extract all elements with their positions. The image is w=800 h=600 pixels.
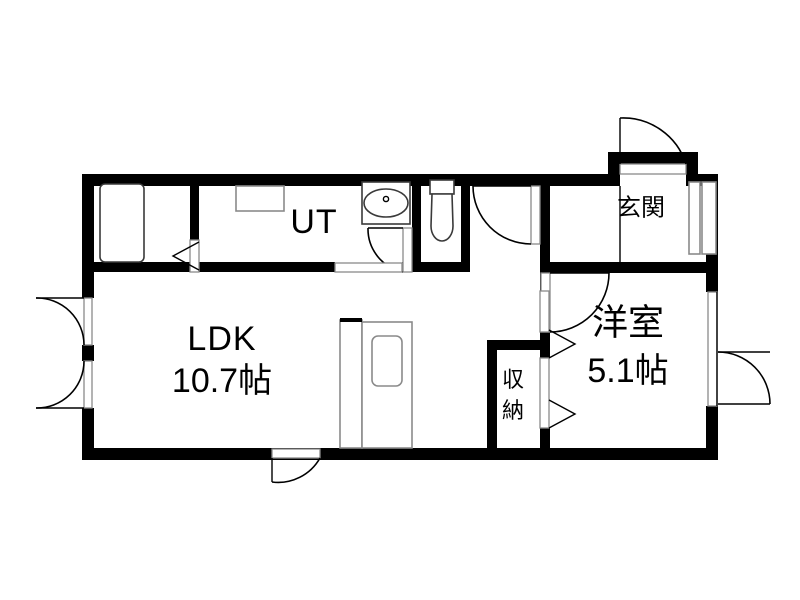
kitchen-counter-icon [339,318,413,449]
wash-basin-icon [361,181,411,225]
room-label-closet-char1: 収 [502,367,524,392]
ldk-south-door[interactable] [271,448,321,484]
ut-ldk-sliding-door[interactable] [334,262,403,273]
bathtub-icon [99,183,145,263]
room-label-bedroom-name: 洋室 [592,302,664,343]
room-label-closet-char2: 納 [502,398,524,423]
ldk-balcony-door-lower[interactable] [35,360,93,409]
washing-machine-icon [235,185,285,212]
ldk-balcony-door-upper[interactable] [35,297,93,346]
exterior-walls [82,152,718,460]
room-label-genkan: 玄関 [617,194,665,221]
toilet-icon [429,179,455,242]
entrance-door[interactable] [619,117,687,175]
room-label-bedroom-area: 5.1帖 [587,352,668,390]
bedroom-exterior-door[interactable] [717,351,771,405]
shoe-cabinet-icon [688,181,717,255]
bedroom-window [707,291,718,407]
bathroom-door[interactable] [171,239,200,273]
room-label-ldk-name: LDK [187,320,256,358]
hallway-door[interactable] [472,185,541,245]
closet-folding-door[interactable] [539,290,577,429]
room-label-ut: UT [290,203,337,241]
room-label-ldk-area: 10.7帖 [172,362,272,400]
